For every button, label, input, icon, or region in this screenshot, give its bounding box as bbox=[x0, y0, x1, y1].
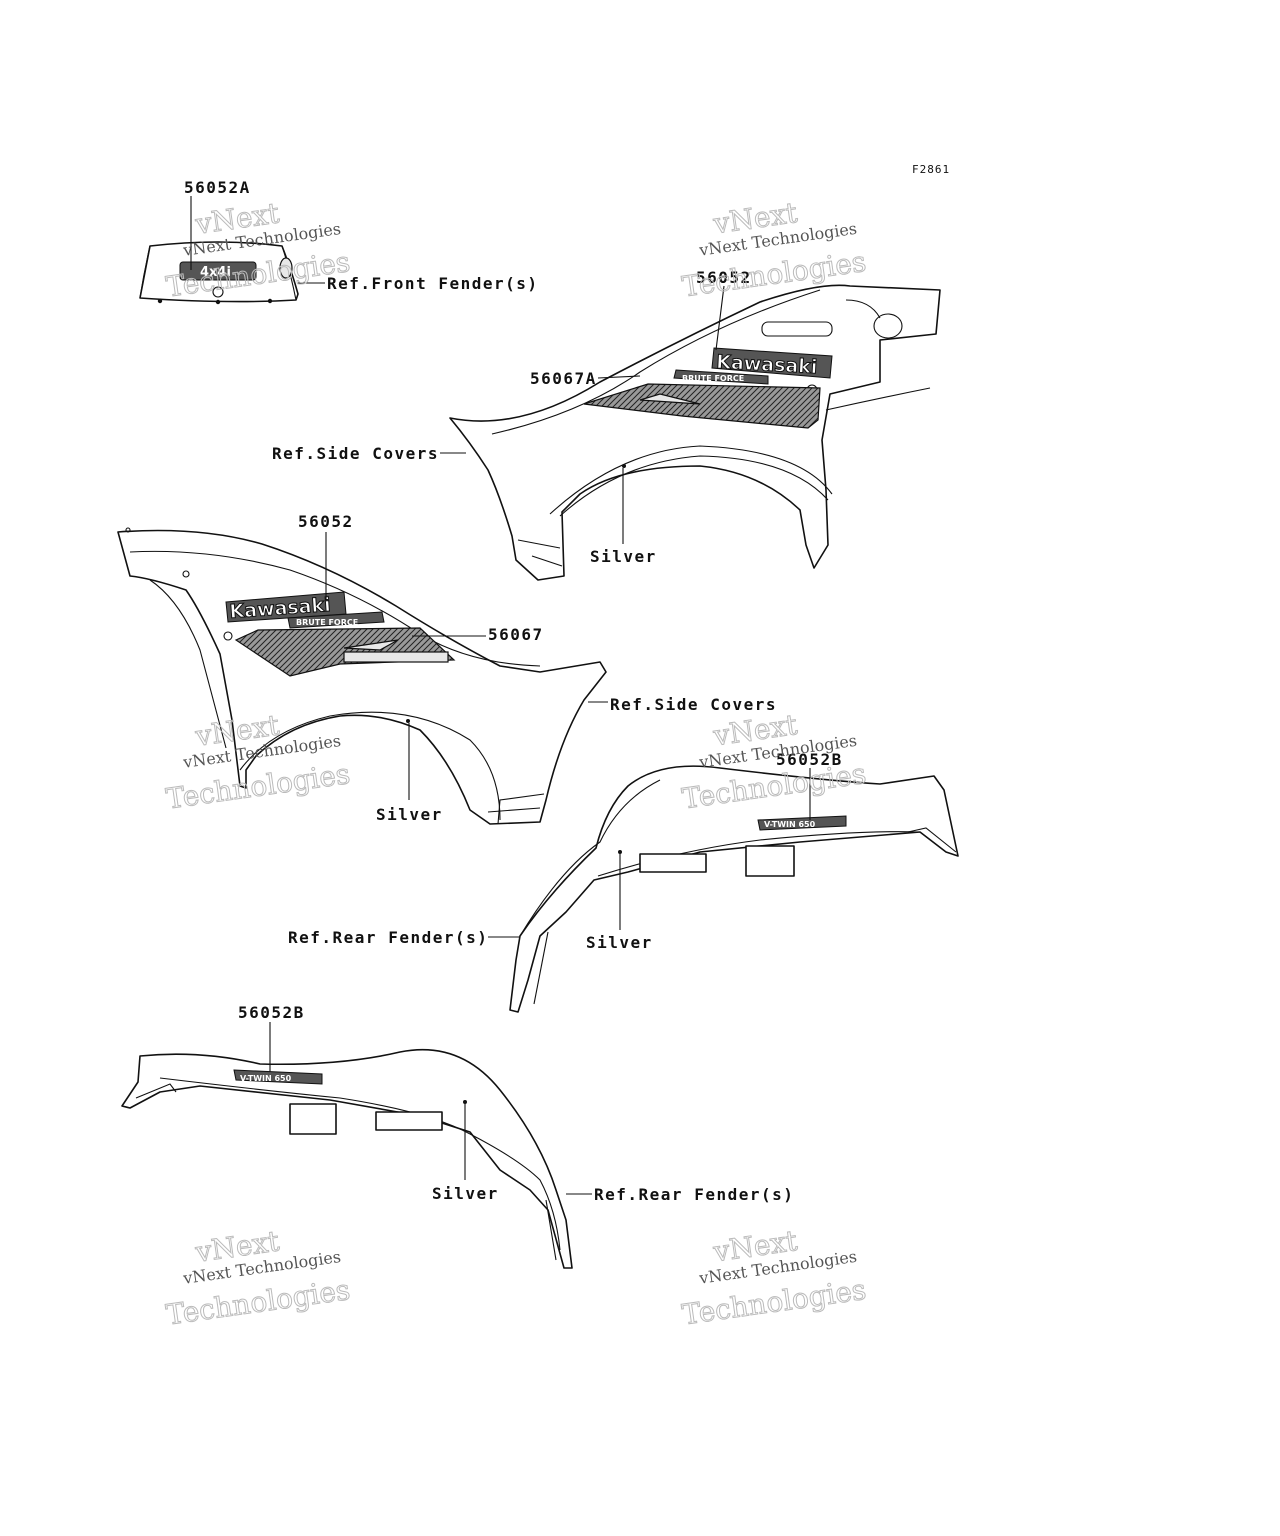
kawasaki-text-right: Kawasaki bbox=[716, 351, 818, 378]
part-label-56052B-left: 56052B bbox=[238, 1003, 305, 1022]
silver-label-4: Silver bbox=[432, 1184, 499, 1203]
silver-label-2: Silver bbox=[376, 805, 443, 824]
part-label-56052-left: 56052 bbox=[298, 512, 354, 531]
front-decal-4x4i bbox=[179, 261, 257, 281]
silver-label-3: Silver bbox=[586, 933, 653, 952]
watermark-bottom-right: vNext vNext Technologies Technologies bbox=[680, 1223, 869, 1331]
silver-label-1: Silver bbox=[590, 547, 657, 566]
figure-code: F2861 bbox=[912, 163, 950, 176]
ref-front-fender-label: Ref.Front Fender(s) bbox=[327, 274, 539, 293]
ref-rear-fender-right-label: Ref.Rear Fender(s) bbox=[288, 928, 488, 947]
ref-side-covers-right-label: Ref.Side Covers bbox=[272, 444, 439, 463]
graphic-decal-right bbox=[583, 383, 821, 429]
right-rear-fender-illustration: V-TWIN 650 bbox=[509, 765, 959, 1013]
front-decal-text: 4x4i bbox=[200, 265, 231, 280]
vtwin-text-right: V-TWIN 650 bbox=[764, 820, 816, 829]
bruteforce-text-right: BRUTE FORCE bbox=[682, 374, 744, 383]
rear-decal-left bbox=[233, 1069, 323, 1085]
ref-rear-fender-left-label: Ref.Rear Fender(s) bbox=[594, 1185, 794, 1204]
bruteforce-text-left: BRUTE FORCE bbox=[296, 618, 358, 627]
kawasaki-decal-right bbox=[711, 347, 833, 379]
part-label-56052-right: 56052 bbox=[696, 268, 752, 287]
part-label-56067: 56067 bbox=[488, 625, 544, 644]
ref-side-covers-left-label: Ref.Side Covers bbox=[610, 695, 777, 714]
part-label-56052A: 56052A bbox=[184, 178, 251, 197]
left-side-cover-illustration: Kawasaki BRUTE FORCE bbox=[117, 527, 607, 825]
left-rear-fender-illustration: V-TWIN 650 bbox=[121, 1048, 573, 1269]
part-label-56067A: 56067A bbox=[530, 369, 597, 388]
front-fender-illustration: 4x4i bbox=[139, 241, 299, 305]
right-side-cover-illustration: Kawasaki BRUTE FORCE bbox=[449, 284, 941, 581]
vtwin-text-left: V-TWIN 650 bbox=[240, 1074, 292, 1083]
rear-decal-right bbox=[757, 815, 847, 831]
watermark-bottom-left: vNext vNext Technologies Technologies bbox=[164, 1224, 353, 1332]
part-label-56052B-right: 56052B bbox=[776, 750, 843, 769]
watermark-top-left: vNext vNext Technologies Technologies bbox=[164, 196, 353, 304]
